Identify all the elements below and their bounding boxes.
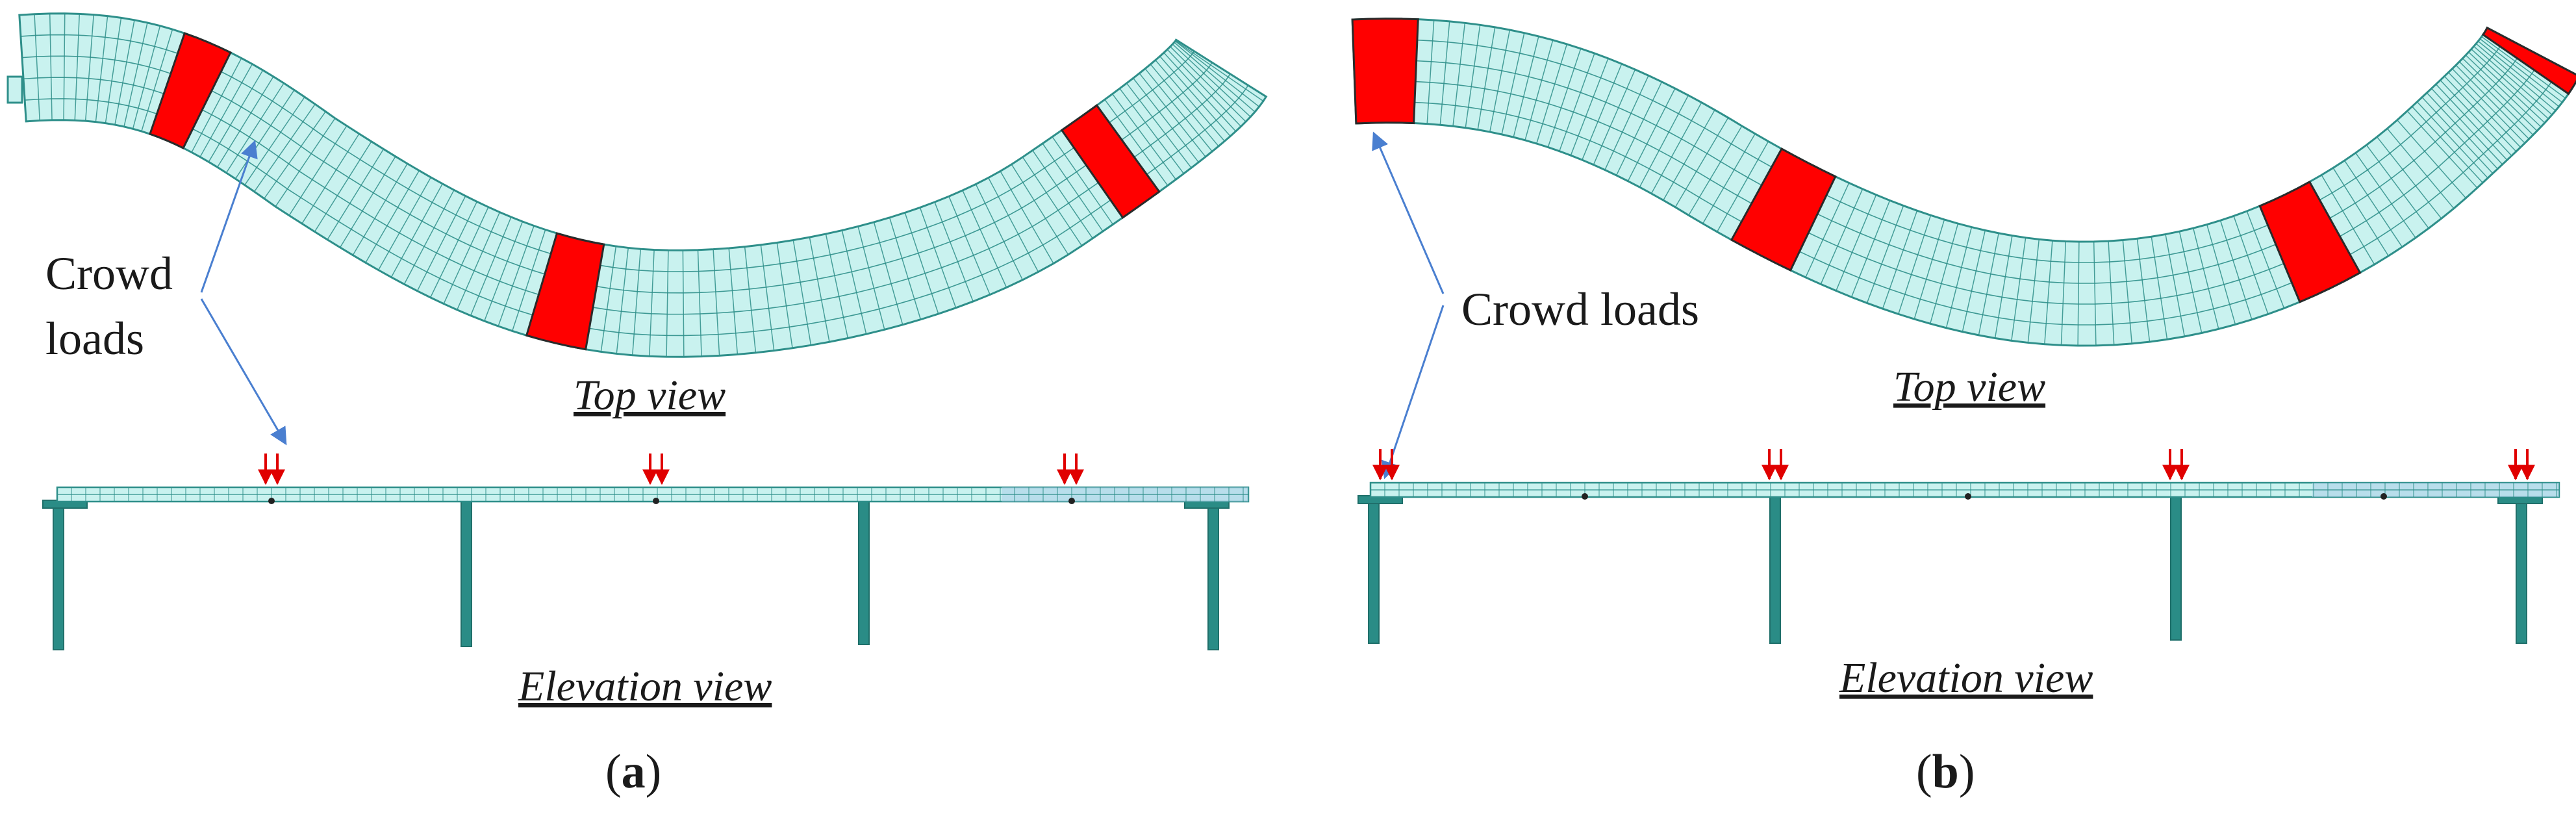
panel-a-elev-pier-4 xyxy=(1207,501,1219,650)
panel-b-elev-crowd-load-arrow-pair-2 xyxy=(1762,449,1789,481)
panel-a-elev-bearing-2 xyxy=(653,498,659,504)
panel-a-crowd-loads-label-line1: Crowd xyxy=(45,248,173,300)
panel-b-load-patch-1 xyxy=(1351,18,1419,125)
panel-b-elev-crowd-load-arrow-pair-3 xyxy=(2162,449,2190,481)
panel-a-elevation-view-caption: Elevation view xyxy=(518,663,772,710)
panel-b: Crowd loads Top view Elevation view (b) xyxy=(1351,18,2576,799)
panel-a-load-patch-2 xyxy=(525,232,605,351)
panel-b-elev-crowd-load-arrow-pair-1 xyxy=(1372,449,1400,481)
panel-a-label-letter: a xyxy=(622,745,646,799)
panel-b-crowd-loads-label: Crowd loads xyxy=(1461,283,1699,335)
panel-b-elev-deck xyxy=(1369,481,2560,498)
panel-b-load-patch-4 xyxy=(2481,26,2576,96)
panel-b-elev-crowd-load-arrow-pair-4 xyxy=(2508,449,2535,481)
panel-a-elev-deck xyxy=(56,486,1250,503)
panel-a-elev-bearing-3 xyxy=(1068,498,1075,504)
panel-a-top-view-deck xyxy=(18,12,1268,358)
panel-a-elev-bearing-1 xyxy=(268,498,275,504)
panel-b-subfigure-label: (b) xyxy=(1916,745,1975,799)
panel-a-deck-end-tab-left xyxy=(6,75,23,104)
panel-a-leader-line-elevation xyxy=(200,298,287,446)
panel-a-elev-crowd-load-arrow-pair-1 xyxy=(258,454,285,485)
panel-b-elev-pier-1 xyxy=(1368,496,1380,644)
panel-a-load-patch-3 xyxy=(1060,104,1161,220)
panel-a-elev-pier-3 xyxy=(858,501,870,645)
panel-a-top-view-caption: Top view xyxy=(574,372,726,419)
panel-a-elev-crowd-load-arrow-pair-2 xyxy=(642,454,670,485)
panel-a-elev-crowd-load-arrow-pair-3 xyxy=(1057,454,1084,485)
panel-a-elevation-view xyxy=(42,454,1250,650)
panel-a-top-deck-transverse-lines xyxy=(19,13,1267,357)
panel-a-label-close: ) xyxy=(646,745,662,799)
panel-a-elev-pier-1 xyxy=(53,501,64,650)
panel-a-top-view-crowd-load-patches xyxy=(149,32,1161,351)
panel-b-elev-bearing-3 xyxy=(2380,493,2387,500)
panel-a: Crowd loads Top view Elevation view (a) xyxy=(6,12,1268,799)
panel-b-load-patch-3 xyxy=(2258,180,2362,303)
panel-b-elevation-view xyxy=(1357,449,2560,644)
panel-a-subfigure-label: (a) xyxy=(605,745,661,799)
panel-b-top-view-caption: Top view xyxy=(1893,363,2045,411)
panel-b-leader-line-top xyxy=(1372,131,1445,294)
panel-b-elev-pier-3 xyxy=(2170,496,2182,641)
panel-b-label-letter: b xyxy=(1932,745,1959,799)
panel-b-elevation-view-caption: Elevation view xyxy=(1839,654,2093,702)
panel-a-label-open: ( xyxy=(605,745,622,799)
panel-b-elev-pier-4 xyxy=(2516,496,2527,644)
panel-b-elev-pier-2 xyxy=(1769,496,1781,644)
panel-b-label-open: ( xyxy=(1916,745,1932,799)
panel-a-crowd-loads-label-line2: loads xyxy=(45,313,144,364)
panel-b-elev-bearing-1 xyxy=(1582,493,1588,500)
panel-a-load-patch-1 xyxy=(149,32,232,149)
panel-b-leader-line-elevation xyxy=(1382,305,1445,479)
panel-a-elev-pier-2 xyxy=(461,501,472,647)
panel-b-load-patch-2 xyxy=(1730,147,1837,272)
panel-a-leader-line-top xyxy=(200,140,258,293)
panel-b-top-view-crowd-load-patches xyxy=(1351,18,2576,303)
panel-b-elev-bearing-2 xyxy=(1965,493,1971,500)
panel-b-label-close: ) xyxy=(1959,745,1975,799)
